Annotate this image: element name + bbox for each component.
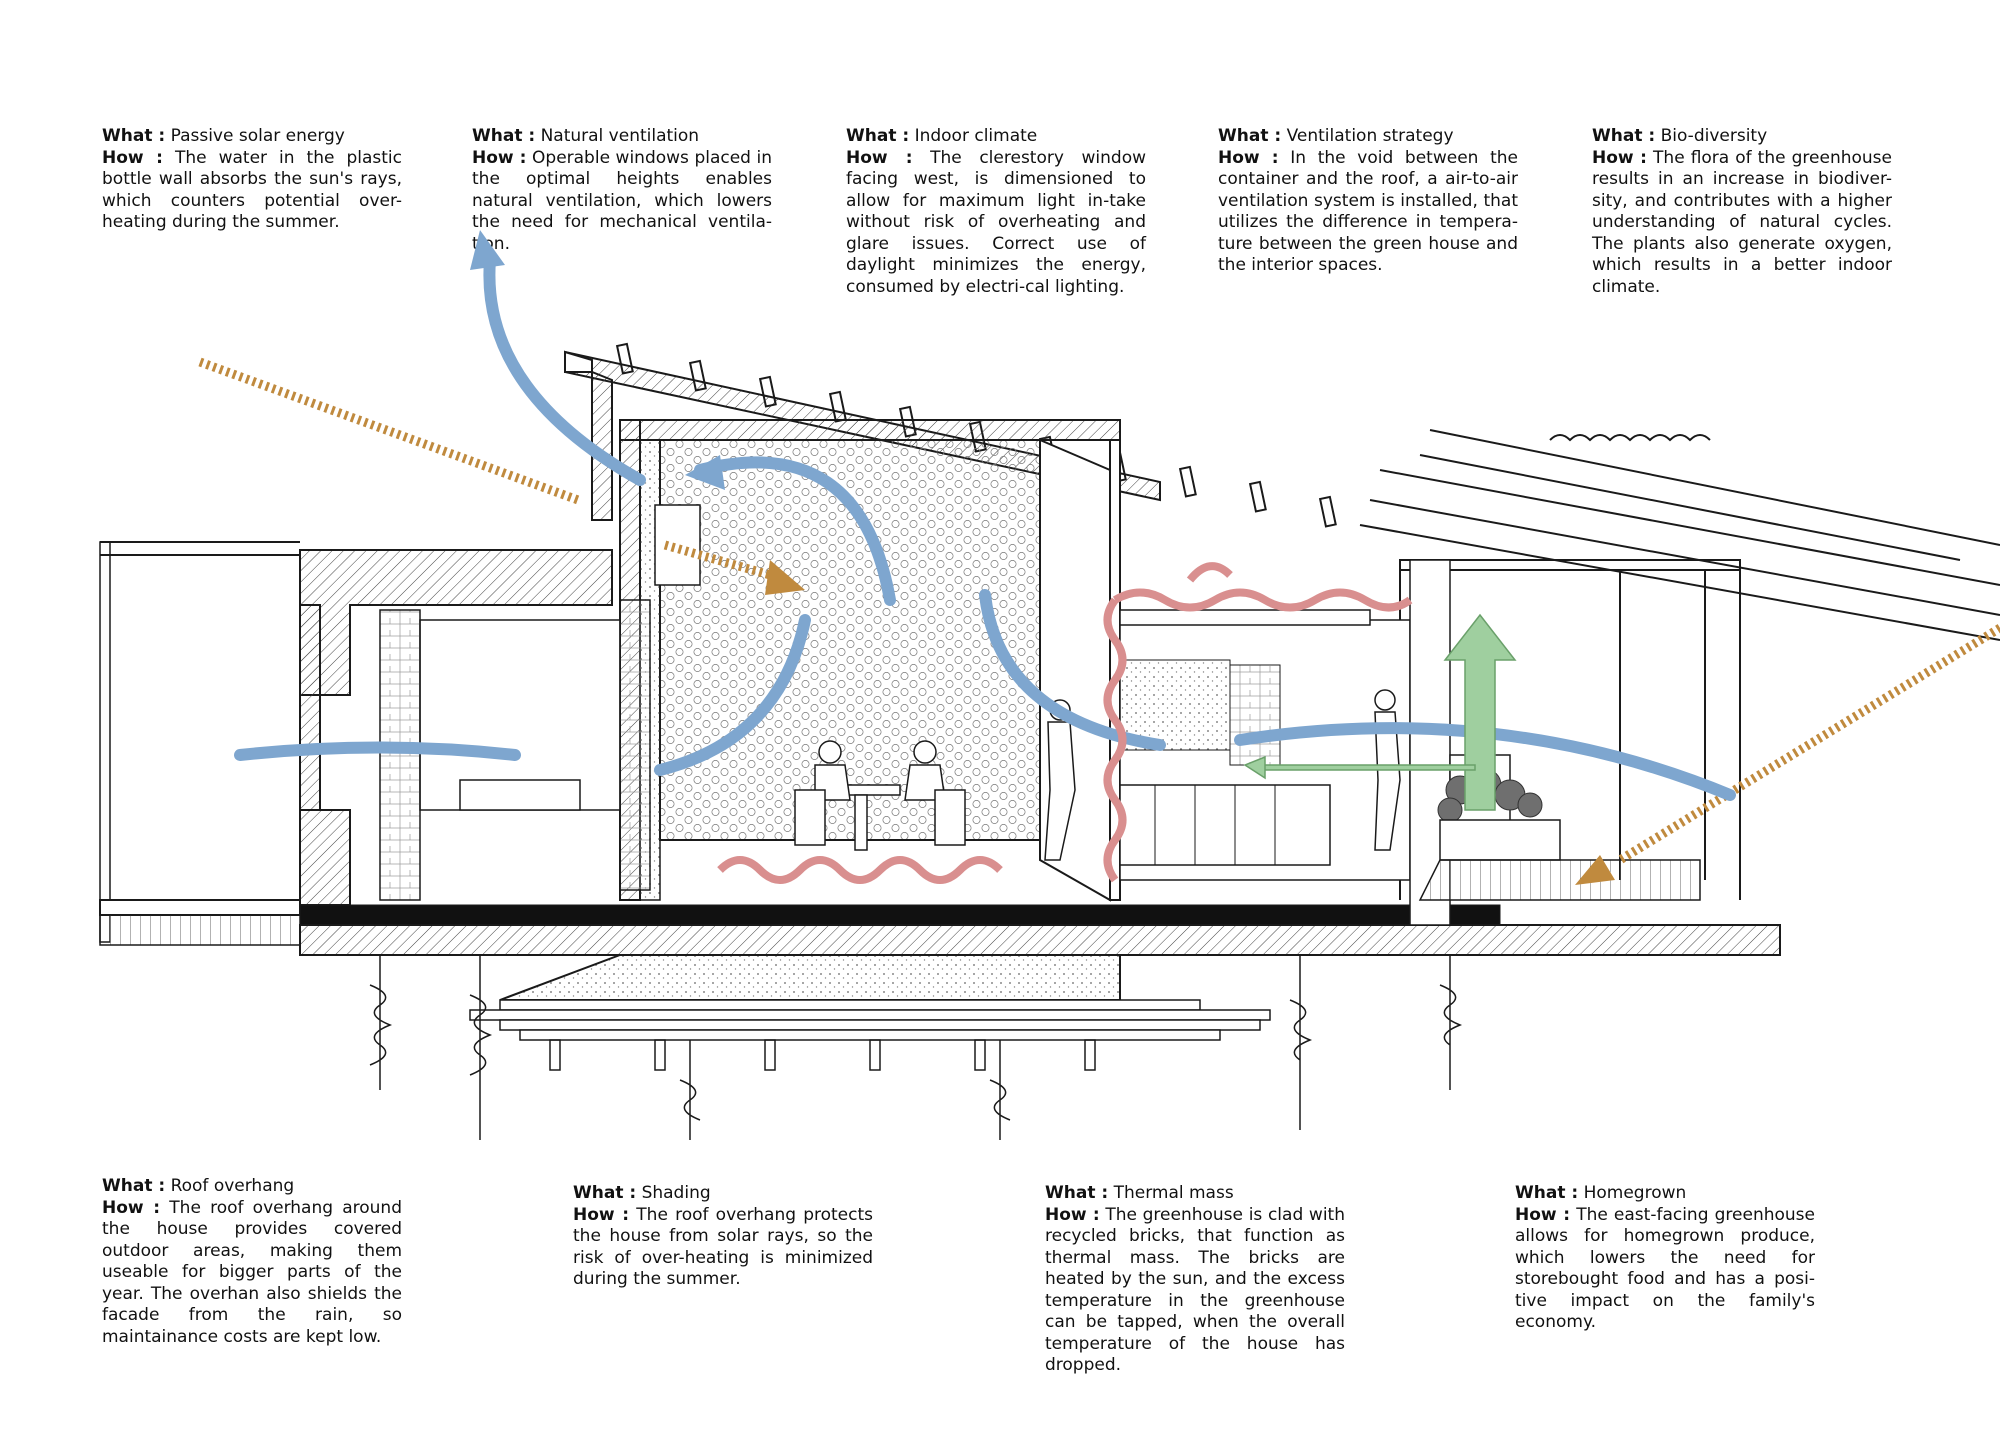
airflow-arrowheads [470, 230, 725, 490]
screw-piles [369, 955, 1463, 1140]
note-ventilation-strategy: What : Ventilation strategy How : In the… [1218, 126, 1518, 277]
note-how: How : The greenhouse is clad with recycl… [1045, 1204, 1345, 1376]
note-what: What : Shading [573, 1183, 711, 1203]
sun-ray-arrowheads [765, 560, 1615, 885]
foundation [369, 954, 1463, 1140]
note-what: What : Roof overhang [102, 1176, 295, 1196]
sun-ray-arrows [198, 357, 2000, 864]
greenhouse-air-arrows [1243, 613, 1517, 811]
note-natural-ventilation: What : Natural ventilation How : Operabl… [472, 126, 772, 255]
note-how: How : The east-facing greenhouse allows … [1515, 1204, 1815, 1333]
note-homegrown: What : Homegrown How : The east-facing g… [1515, 1183, 1815, 1334]
note-passive-solar-energy: What : Passive solar energy How : The wa… [102, 126, 402, 234]
greenhouse-roof [1359, 429, 2000, 900]
note-what: What : Indoor climate [846, 126, 1038, 146]
note-what: What : Bio-diversity [1592, 126, 1768, 146]
note-indoor-climate: What : Indoor climate How : The cleresto… [846, 126, 1146, 298]
note-thermal-mass: What : Thermal mass How : The greenhouse… [1045, 1183, 1345, 1377]
note-what: What : Ventilation strategy [1218, 126, 1454, 146]
note-bio-diversity: What : Bio-diversity How : The flora of … [1592, 126, 1892, 298]
note-how: How : The roof overhang protects the hou… [573, 1204, 874, 1290]
heat-waves [717, 562, 1413, 884]
building-section [99, 419, 1781, 956]
note-what: What : Thermal mass [1045, 1183, 1234, 1203]
note-how: How : The clerestory window facing west,… [846, 147, 1146, 297]
note-what: What : Natural ventilation [472, 126, 700, 146]
note-how: How : The flora of the greenhouse result… [1592, 147, 1892, 297]
note-shading: What : Shading How : The roof overhang p… [573, 1183, 873, 1291]
note-how: How : In the void between the container … [1218, 147, 1518, 276]
note-roof-overhang: What : Roof overhang How : The roof over… [102, 1176, 402, 1348]
note-what: What : Homegrown [1515, 1183, 1687, 1203]
note-how: How : The roof overhang around the house… [102, 1197, 402, 1347]
note-what: What : Passive solar energy [102, 126, 345, 146]
note-how: How : The water in the plastic bottle wa… [102, 147, 402, 233]
